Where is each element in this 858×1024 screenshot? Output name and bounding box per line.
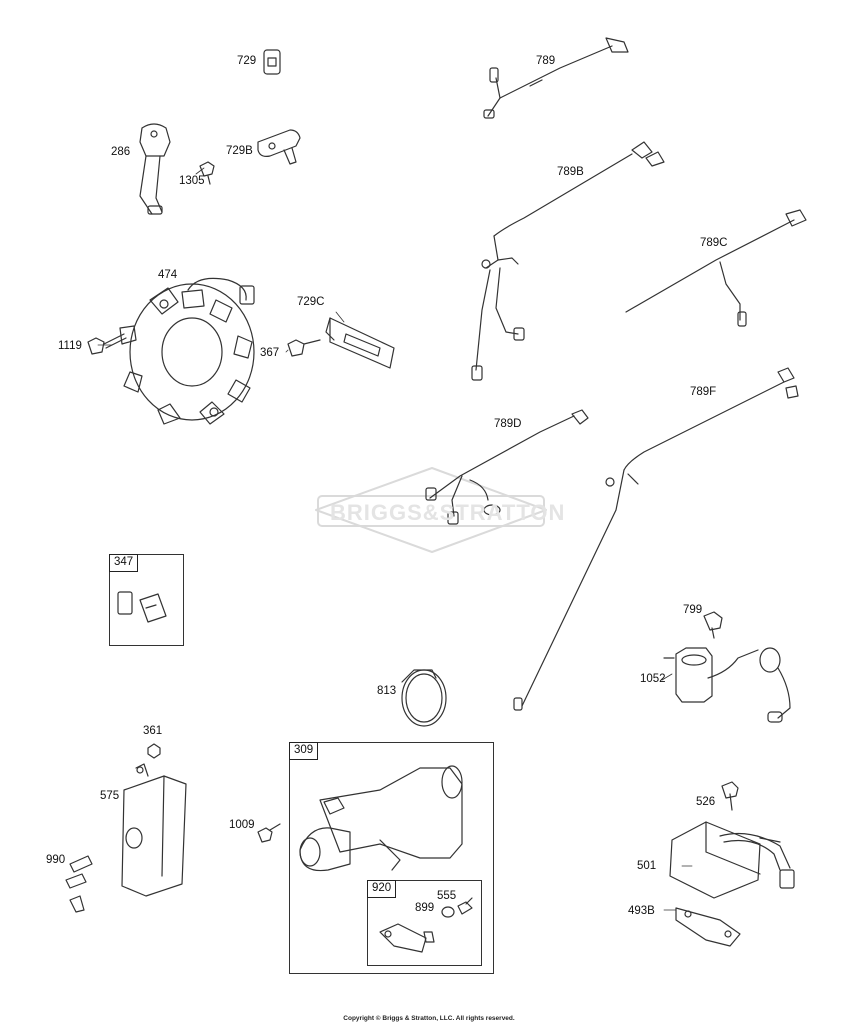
- screw-1009: [257, 823, 281, 843]
- frame-920: [367, 880, 482, 966]
- frame-309: [289, 742, 494, 974]
- keys-990: [65, 855, 93, 913]
- starter-motor-309: [299, 765, 463, 872]
- part-label-789D: 789D: [494, 418, 522, 430]
- part-label-501: 501: [637, 860, 657, 872]
- part-label-493B: 493B: [628, 905, 655, 917]
- part-label-1119: 1119: [58, 340, 82, 352]
- part-label-813: 813: [377, 685, 397, 697]
- part-label-361: 361: [143, 725, 163, 737]
- bracket-729B: [257, 129, 301, 165]
- part-label-1009: 1009: [229, 819, 255, 831]
- part-label-1305: 1305: [179, 175, 205, 187]
- part-label-526: 526: [696, 796, 716, 808]
- part-label-990: 990: [46, 854, 66, 866]
- bracket-729C: [325, 317, 395, 369]
- part-label-367: 367: [260, 347, 280, 359]
- harness-789C: [625, 209, 807, 327]
- part-label-799: 799: [683, 604, 703, 616]
- clip-729: [263, 49, 281, 75]
- part-label-309: 309: [289, 742, 319, 760]
- part-label-286: 286: [111, 146, 131, 158]
- part-label-789C: 789C: [700, 237, 728, 249]
- clamp-813: [401, 669, 447, 727]
- part-label-789B: 789B: [557, 166, 584, 178]
- solenoid-1052: [663, 647, 791, 723]
- part-label-474: 474: [158, 269, 178, 281]
- part-label-729: 729: [237, 55, 257, 67]
- part-label-1052: 1052: [640, 673, 666, 685]
- copyright-notice: Copyright © Briggs & Stratton, LLC. All …: [343, 1015, 515, 1022]
- screw-1119: [87, 333, 127, 355]
- harness-789F: [513, 367, 799, 711]
- screw-526: [721, 781, 739, 811]
- screw-799: [703, 611, 723, 639]
- ignition-box-575: [121, 763, 187, 897]
- harness-789D: [425, 409, 589, 525]
- part-label-555: 555: [437, 890, 457, 902]
- solenoid-920: [379, 923, 435, 953]
- part-label-789: 789: [536, 55, 556, 67]
- screw-555: [457, 897, 473, 915]
- part-label-789F: 789F: [690, 386, 717, 398]
- watermark-logo: [315, 467, 547, 553]
- part-label-575: 575: [100, 790, 120, 802]
- part-label-729C: 729C: [297, 296, 325, 308]
- switch-347: [117, 591, 167, 623]
- stator-474: [119, 277, 255, 425]
- washer-899: [441, 906, 455, 918]
- regulator-501: [669, 821, 795, 899]
- harness-789: [483, 37, 629, 119]
- part-label-920: 920: [367, 880, 397, 898]
- part-label-347: 347: [109, 554, 139, 572]
- bracket-493B: [675, 907, 741, 947]
- part-label-729B: 729B: [226, 145, 253, 157]
- relay-286: [139, 123, 171, 215]
- watermark: BRIGGS&STRATTON: [330, 500, 566, 525]
- harness-789B: [471, 141, 665, 381]
- screw-1305: [199, 161, 215, 185]
- screw-367: [287, 339, 321, 357]
- nut-361: [147, 743, 161, 759]
- part-label-899: 899: [415, 902, 435, 914]
- leader-lines: [97, 167, 693, 911]
- frame-347: [109, 554, 184, 646]
